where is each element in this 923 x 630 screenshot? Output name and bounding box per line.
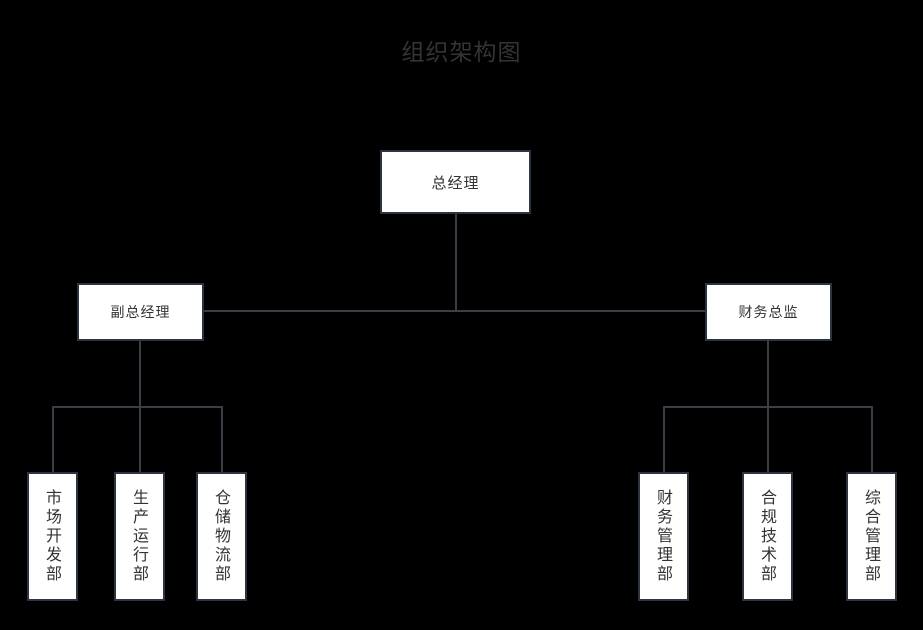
- org-node-label: 总经理: [431, 173, 480, 192]
- org-node-compliance-technology-dept[interactable]: 合规技术部: [742, 472, 793, 601]
- org-node-finance-management-dept[interactable]: 财务管理部: [638, 472, 689, 601]
- connector-level2-bus: [203, 310, 706, 312]
- org-node-warehouse-logistics-dept[interactable]: 仓储物流部: [196, 472, 247, 601]
- org-node-production-operations-dept[interactable]: 生产运行部: [114, 472, 165, 601]
- connector-finance-director-drop: [767, 340, 769, 408]
- connector-leaf-drop-general-admin: [871, 406, 873, 472]
- org-node-label: 仓储物流部: [212, 489, 232, 584]
- connector-leaf-drop-market-dev: [52, 406, 54, 472]
- org-node-deputy-general-manager[interactable]: 副总经理: [77, 283, 204, 341]
- page-title: 组织架构图: [401, 40, 522, 66]
- org-node-label: 生产运行部: [130, 489, 150, 584]
- connector-leaf-drop-compliance-tech: [767, 406, 769, 472]
- connector-leaf-drop-production-ops: [139, 406, 141, 472]
- org-node-label: 市场开发部: [43, 489, 63, 584]
- connector-deputy-gm-drop: [139, 340, 141, 408]
- connector-leaf-drop-finance-mgmt: [663, 406, 665, 472]
- org-node-finance-director[interactable]: 财务总监: [705, 283, 832, 341]
- org-node-label: 财务总监: [738, 305, 799, 321]
- connector-root-drop: [455, 213, 457, 311]
- connector-deputy-gm-bus: [52, 406, 223, 408]
- connector-leaf-drop-warehouse-logistics: [221, 406, 223, 472]
- org-node-general-management-dept[interactable]: 综合管理部: [846, 472, 897, 601]
- org-node-label: 合规技术部: [758, 489, 778, 584]
- org-node-label: 副总经理: [110, 305, 171, 321]
- org-node-label: 综合管理部: [862, 489, 882, 584]
- org-node-market-development-dept[interactable]: 市场开发部: [27, 472, 78, 601]
- org-node-label: 财务管理部: [654, 489, 674, 584]
- org-node-general-manager[interactable]: 总经理: [380, 150, 531, 214]
